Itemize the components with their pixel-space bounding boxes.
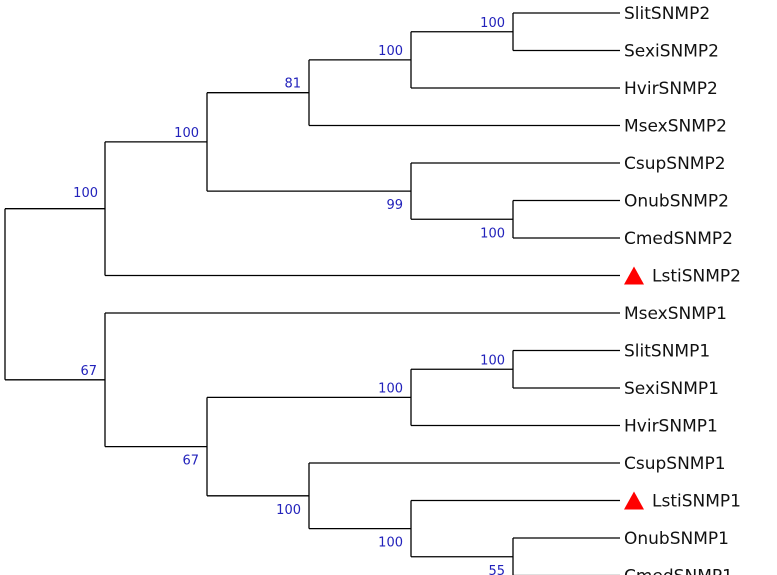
bootstrap-support-label: 100: [480, 226, 505, 241]
taxon-label: SexiSNMP1: [624, 379, 719, 399]
bootstrap-support-label: 67: [80, 364, 97, 379]
taxon-label: LstiSNMP2: [652, 267, 741, 287]
bootstrap-support-label: 100: [378, 536, 403, 551]
taxon-label: CmedSNMP1: [624, 567, 733, 575]
taxon-label: HvirSNMP1: [624, 417, 718, 437]
red-triangle-icon: [624, 491, 644, 510]
taxon-label: CsupSNMP2: [624, 154, 726, 174]
taxon-label: OnubSNMP2: [624, 192, 729, 212]
bootstrap-support-label: 67: [182, 454, 199, 469]
taxon-label: SlitSNMP1: [624, 342, 710, 362]
taxon-label: SlitSNMP2: [624, 4, 710, 24]
bootstrap-support-label: 100: [73, 186, 98, 201]
bootstrap-support-label: 81: [284, 77, 301, 92]
bootstrap-support-label: 100: [174, 126, 199, 141]
bootstrap-support-label: 99: [386, 198, 403, 213]
taxon-label: HvirSNMP2: [624, 79, 718, 99]
taxon-label: LstiSNMP1: [652, 492, 741, 512]
bootstrap-support-label: 55: [488, 564, 505, 575]
bootstrap-support-label: 100: [480, 353, 505, 368]
taxon-label: MsexSNMP1: [624, 304, 727, 324]
taxon-label: OnubSNMP1: [624, 529, 729, 549]
bootstrap-support-label: 100: [378, 44, 403, 59]
taxon-label: CmedSNMP2: [624, 229, 733, 249]
taxon-label: SexiSNMP2: [624, 42, 719, 62]
taxon-label: CsupSNMP1: [624, 454, 726, 474]
red-triangle-icon: [624, 266, 644, 285]
bootstrap-support-label: 100: [276, 503, 301, 518]
taxon-label: MsexSNMP2: [624, 117, 727, 137]
bootstrap-support-label: 100: [480, 16, 505, 31]
bootstrap-support-label: 100: [378, 381, 403, 396]
